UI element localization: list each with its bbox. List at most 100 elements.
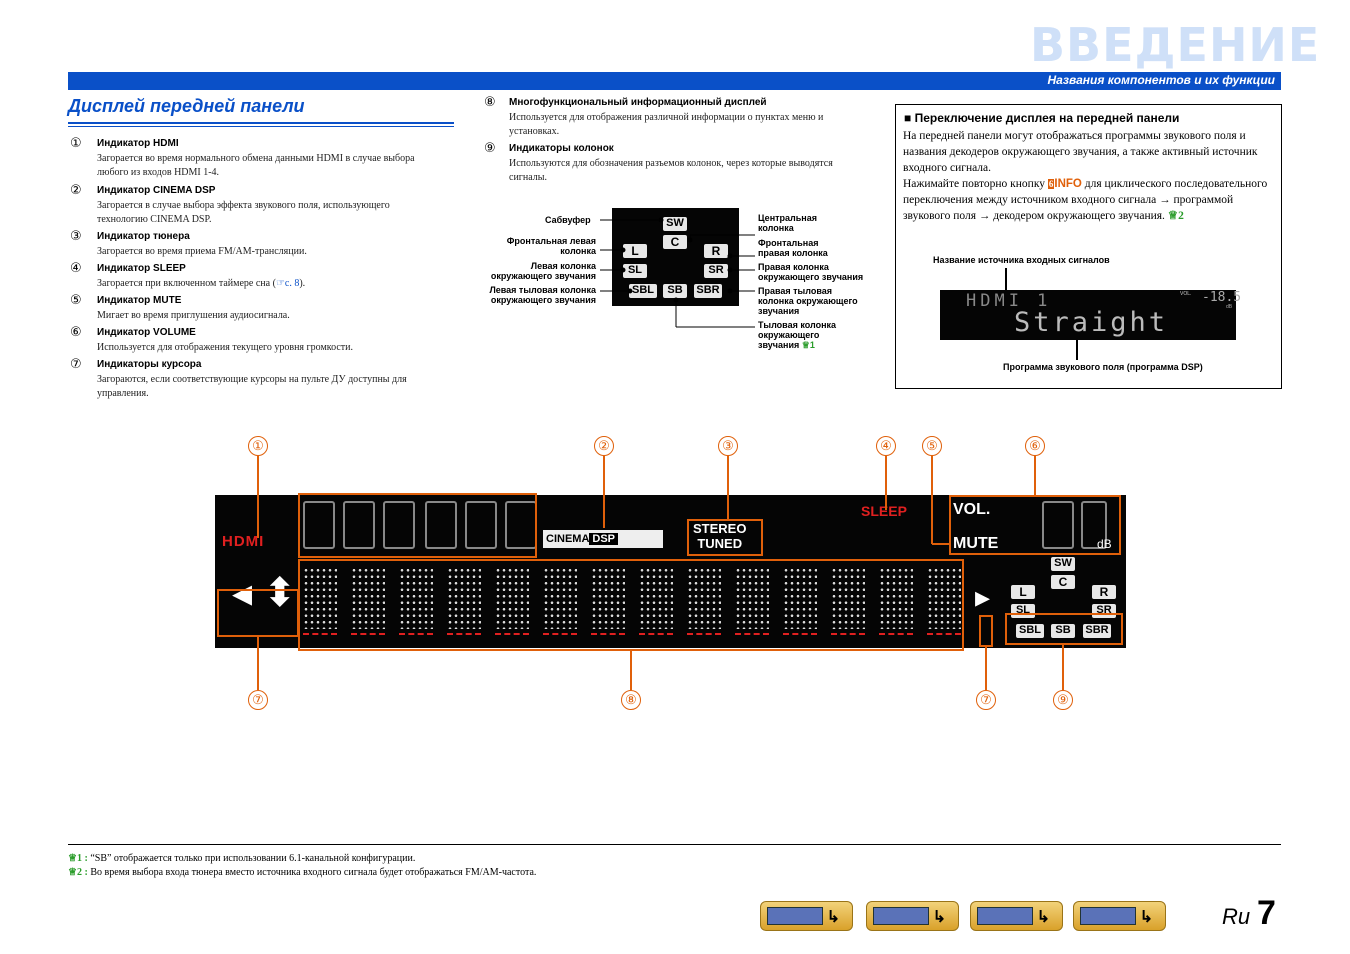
panel-sbl-icon: SBL [1016,624,1044,638]
lcd-vol-label: VOL. [1180,291,1192,297]
item-title: Индикатор HDMI [97,138,179,149]
callout-2: ② [594,436,614,456]
item-number: ⑨ [484,141,496,156]
item-title: Индикатор CINEMA DSP [97,185,216,196]
list-item: ⑥ Индикатор VOLUME Используется для отоб… [70,325,440,355]
panel-sw-icon: SW [1051,557,1075,571]
arrow-icon: ↳ [1139,909,1153,926]
section-rule-thin [68,126,454,127]
matrix-cell [591,567,625,635]
info-key: INFO [1054,178,1082,190]
panel-l-icon: L [1011,585,1035,599]
matrix-cell [687,567,721,635]
page-link[interactable]: ☞с. 8 [275,278,300,289]
tip-icon: ♕ [1167,210,1179,222]
cursor-updown-icon: ⬍ [263,571,297,615]
list-item: ⑤ Индикатор MUTE Мигает во время приглуш… [70,293,440,323]
page-number: 7 [1257,894,1276,932]
lcd-db: dB [1226,304,1233,310]
speaker-leader-lines [600,217,755,328]
panel-r-icon: R [1092,585,1116,599]
nav-display-button[interactable]: ↳ [970,901,1063,931]
item-desc: Загорается во время нормального обмена д… [97,153,415,178]
matrix-cell [879,567,913,635]
vol-label: VOL. [953,501,991,518]
label-surround-back: Тыловая колонка окружающего звучания ♕1 [758,320,837,350]
callout-3: ③ [718,436,738,456]
mute-indicator: MUTE [953,535,999,552]
item-number: ① [70,136,82,151]
list-item: ⑧ Многофункциональный информационный дис… [484,95,854,139]
footnote-2: ♕2 : Во время выбора входа тюнера вместо… [68,867,537,878]
item-title: Индикаторы колонок [509,143,614,154]
nav-rear-panel-button[interactable]: ↳ [866,901,959,931]
label-subwoofer: Сабвуфер [545,215,591,225]
matrix-cell [495,567,529,635]
panel-sbr-icon: SBR [1083,624,1111,638]
item-number: ⑥ [70,325,82,340]
item-desc: Используется для отображения различной и… [509,112,824,137]
item-title: Многофункциональный информационный диспл… [509,97,767,108]
speaker-sbl-icon: SBL [629,284,657,298]
matrix-cell [735,567,769,635]
leader-line [1005,268,1007,290]
callout-8: ⑧ [621,690,641,710]
matrix-cell [447,567,481,635]
speaker-diagram: SW C L R SL SR SBL SB SBR [612,208,739,306]
callout-lines [217,456,1123,690]
matrix-cell [639,567,673,635]
label-surround-left: Левая колонка окружающего звучания [490,261,596,281]
label-dsp-program: Программа звукового поля (программа DSP) [1003,362,1203,372]
list-item: ④ Индикатор SLEEP Загорается при включен… [70,261,440,291]
matrix-cell [543,567,577,635]
footnote-rule [68,844,1281,845]
arrow-icon: ↳ [932,909,946,926]
item-number: ③ [70,229,82,244]
display-switch-box [895,104,1282,389]
matrix-cell [399,567,433,635]
tip-icon: ♕ [801,340,810,350]
item-desc: Мигает во время приглушения аудиосигнала… [97,310,290,321]
label-surround-right: Правая колонка окружающего звучания [758,262,864,282]
speaker-sr-icon: SR [704,264,728,278]
matrix-cell [303,567,337,635]
speaker-c-icon: C [663,235,687,249]
matrix-cell [831,567,865,635]
list-item: ⑦ Индикаторы курсора Загораются, если со… [70,357,440,401]
list-item: ① Индикатор HDMI Загорается во время нор… [70,136,440,180]
matrix-cell [351,567,385,635]
cursor-left-icon: ◂ [232,571,253,615]
header-bar: Названия компонентов и их функции [68,72,1281,90]
label-surround-back-right: Правая тыловая колонка окружающего звуча… [758,286,858,316]
lcd-program: Straight [1014,307,1169,338]
square-bullet-icon: ■ [904,111,915,125]
matrix-cell [783,567,817,635]
list-item: ② Индикатор CINEMA DSP Загорается в случ… [70,183,440,227]
label-center: Центральная колонка [758,213,817,233]
mini-display: HDMI 1 Straight VOL. -18.5 dB [940,290,1241,340]
item-desc: Загорается в случае выбора эффекта звуко… [97,200,390,225]
box-title: ■ Переключение дисплея на передней панел… [904,111,1180,125]
nav-front-panel-button[interactable]: ↳ [760,901,853,931]
section-rule [68,122,454,124]
nav-remote-button[interactable]: ↳ [1073,901,1166,931]
lcd-source: HDMI 1 [966,291,1052,311]
db-label: dB [1097,537,1112,551]
item-number: ④ [70,261,82,276]
list-item: ③ Индикатор тюнера Загорается во время п… [70,229,440,259]
panel-c-icon: C [1051,575,1075,589]
label-input-source: Название источника входных сигналов [933,255,1110,265]
item-title: Индикатор MUTE [97,295,182,306]
callout-9: ⑨ [1053,690,1073,710]
header-subtitle: Названия компонентов и их функции [1047,73,1275,87]
speaker-sb-icon: SB [663,284,687,298]
speaker-l-icon: L [623,244,647,258]
item-title: Индикаторы курсора [97,359,202,370]
speaker-sw-icon: SW [663,217,687,231]
item-desc: Используется для отображения текущего ур… [97,342,354,353]
item-title: Индикатор тюнера [97,231,190,242]
label-front-left: Фронтальная левая колонка [506,236,596,256]
speaker-sbr-icon: SBR [694,284,722,298]
